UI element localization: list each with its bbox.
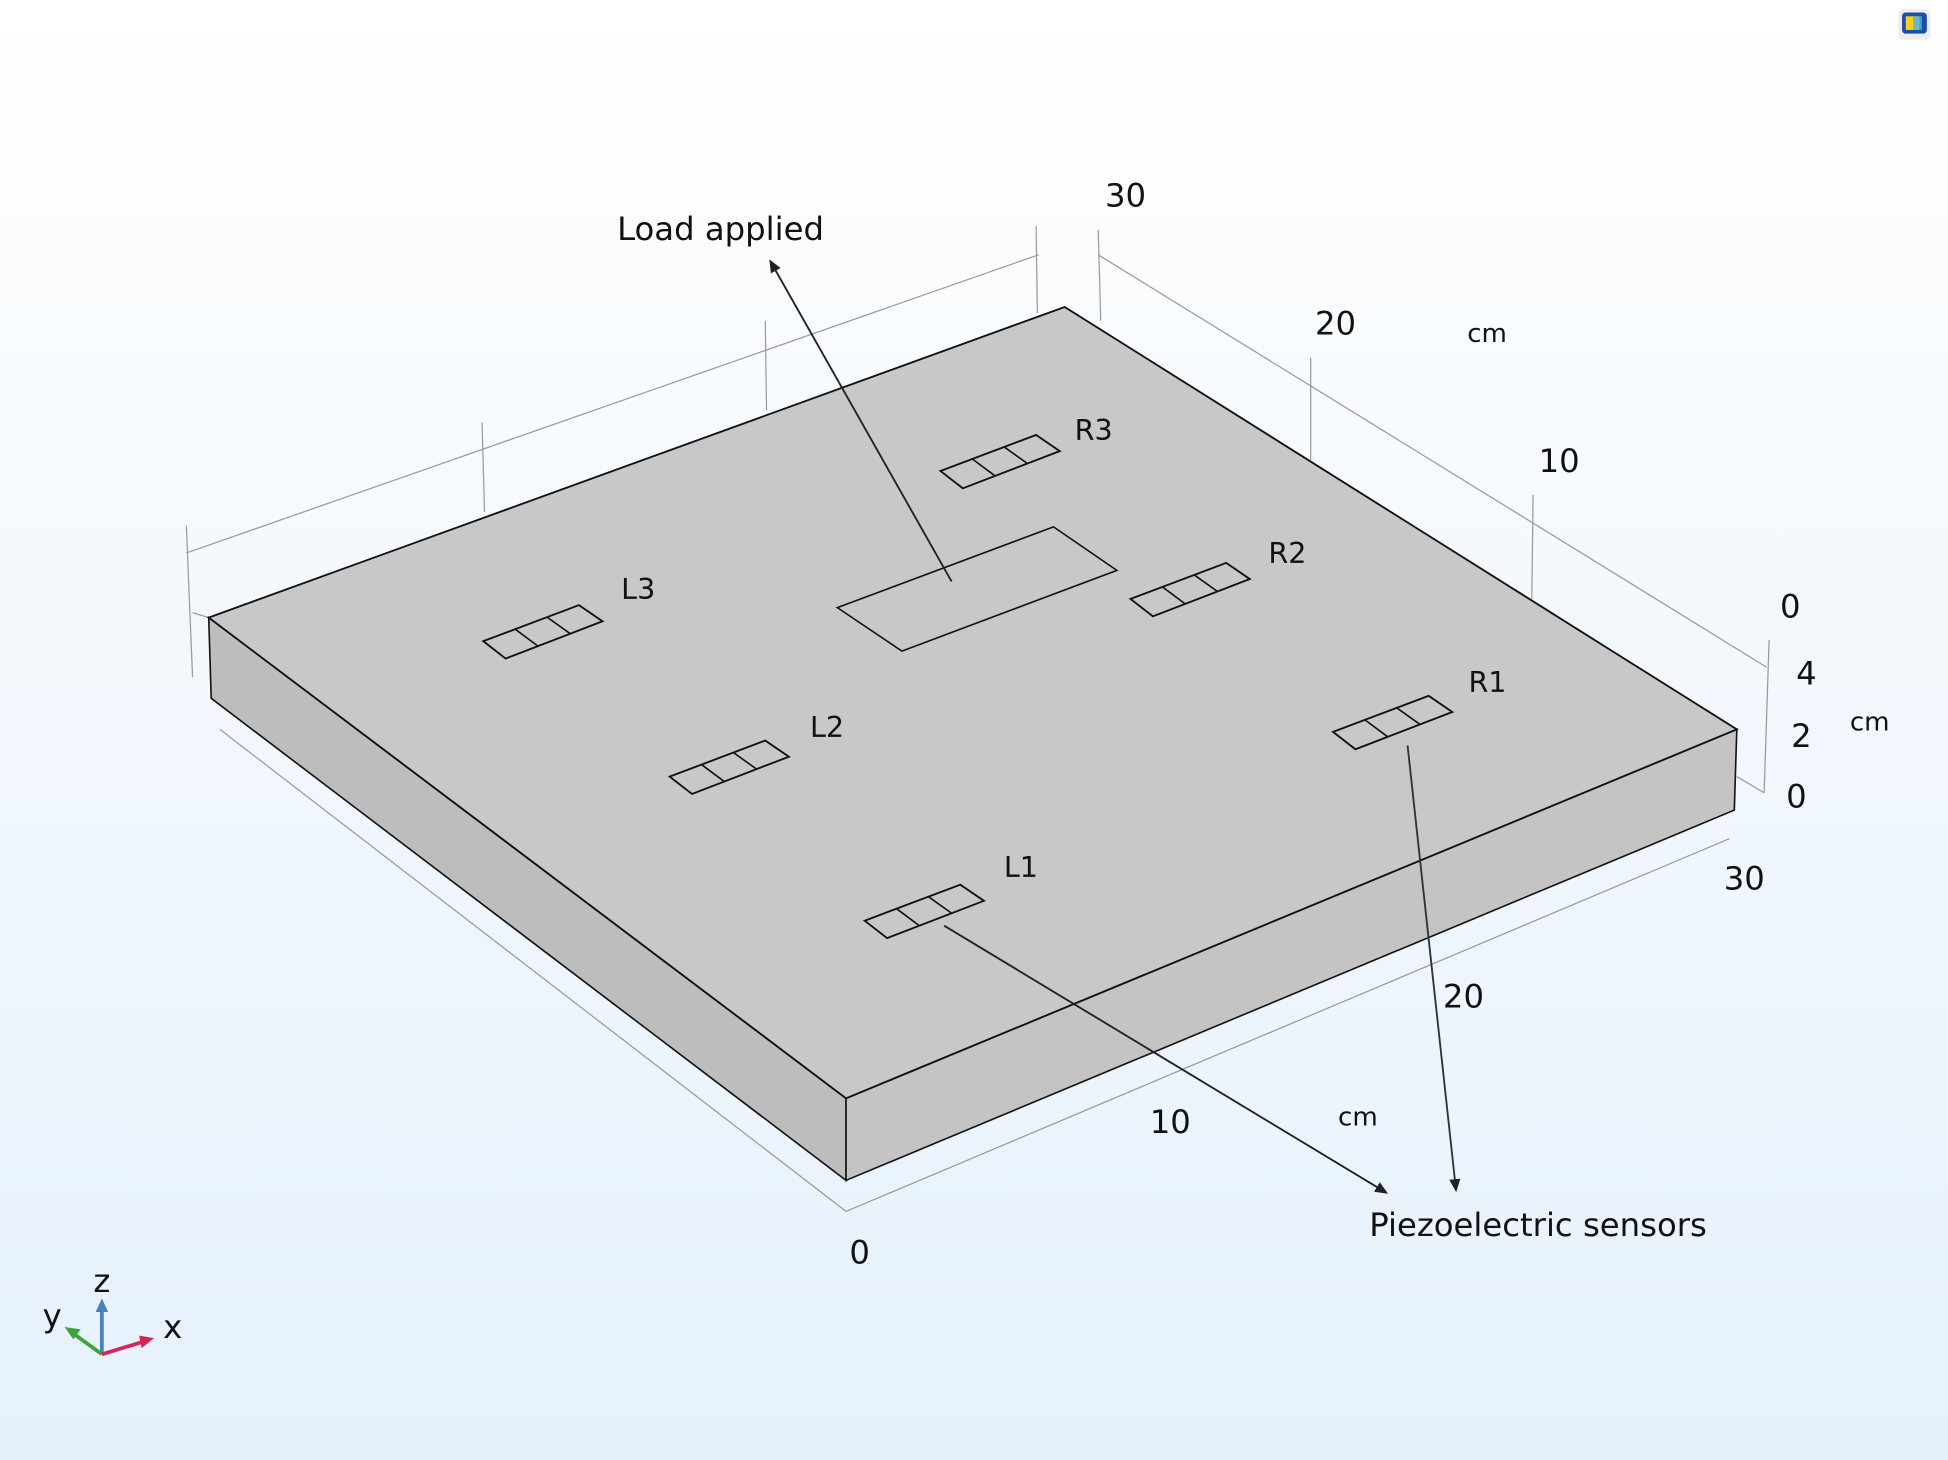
y-axis-grid (185, 226, 1770, 1213)
z-unit: cm (1850, 708, 1890, 738)
sensor-l3[interactable] (481, 604, 605, 660)
triad-y: y (43, 1297, 62, 1335)
x-unit: cm (1338, 1103, 1378, 1133)
plate[interactable] (206, 305, 1739, 1182)
sensor-r2[interactable] (1128, 561, 1252, 618)
load-area[interactable] (835, 525, 1119, 653)
x-tick: 30 (1724, 860, 1765, 898)
sensor-label: L3 (621, 572, 655, 606)
y-unit: cm (1467, 319, 1507, 349)
z-tick: 2 (1791, 717, 1812, 755)
triad-x: x (163, 1308, 182, 1346)
axis-triad: z y x (43, 1262, 182, 1357)
sensor-label: R2 (1268, 536, 1306, 570)
y-tick: 20 (1315, 304, 1356, 342)
triad-z: z (93, 1262, 110, 1300)
sensors-label: Piezoelectric sensors (1369, 1206, 1707, 1244)
sensor-label: R3 (1075, 413, 1113, 447)
z-tick: 0 (1786, 778, 1807, 816)
sensor-label: R1 (1468, 665, 1506, 699)
sensor-arrow-2 (1406, 745, 1461, 1193)
sensor-label: L1 (1004, 850, 1038, 884)
sensor-label: L2 (810, 710, 844, 744)
sensor-l1[interactable] (862, 883, 986, 940)
load-label: Load applied (617, 210, 824, 248)
sensor-arrow-1 (943, 924, 1389, 1194)
y-tick: 30 (1105, 176, 1146, 214)
load-arrow (769, 259, 953, 582)
y-tick: 10 (1539, 442, 1580, 480)
x-tick: 0 (849, 1234, 870, 1272)
sensor-l2[interactable] (667, 739, 791, 796)
z-tick: 4 (1796, 655, 1817, 693)
sensor-r1[interactable] (1331, 694, 1455, 751)
x-tick: 20 (1443, 978, 1484, 1016)
window-icon[interactable] (1898, 8, 1931, 40)
sensor-r3[interactable] (938, 433, 1062, 490)
x-tick: 10 (1150, 1103, 1191, 1141)
y-tick: 0 (1780, 588, 1801, 626)
